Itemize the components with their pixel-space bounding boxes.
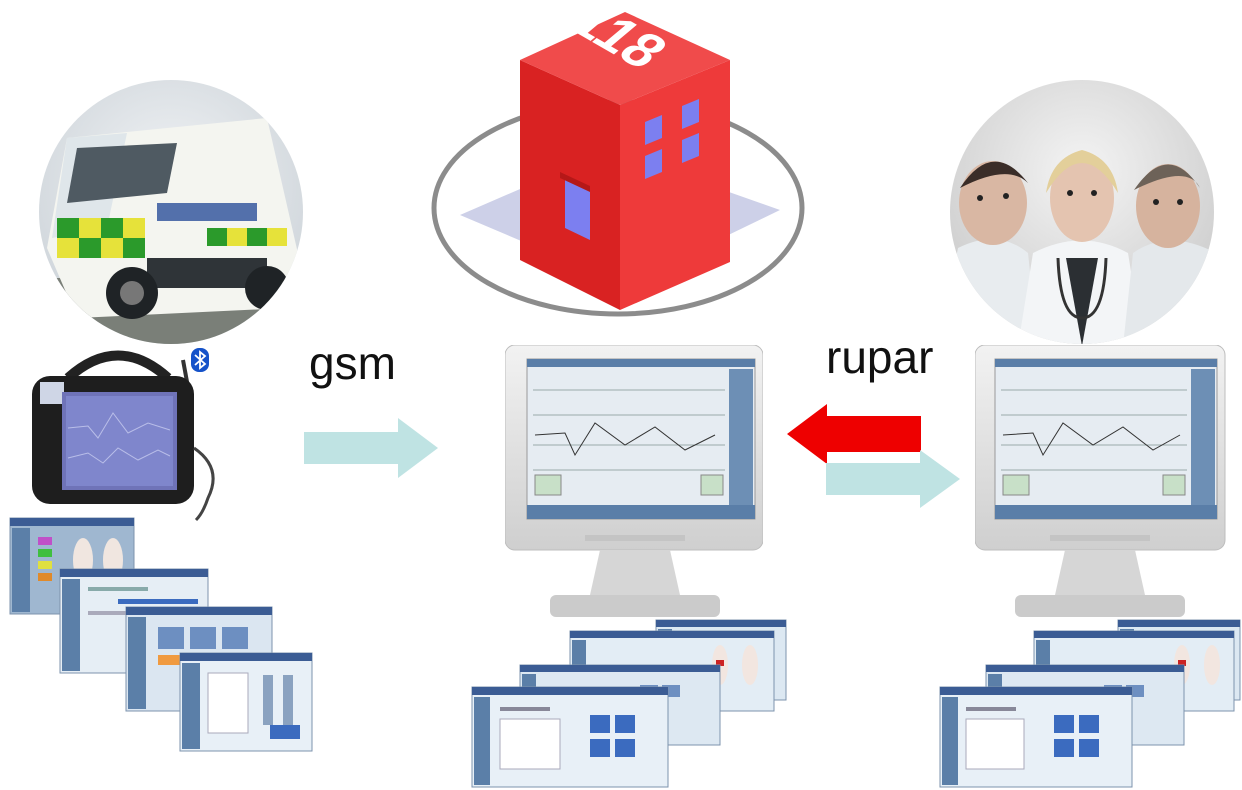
right-monitor bbox=[975, 345, 1233, 620]
center-monitor bbox=[505, 345, 763, 620]
bluetooth-icon bbox=[191, 348, 209, 372]
ambulance-photo bbox=[37, 78, 305, 346]
arrow-right-gsm bbox=[304, 418, 438, 478]
doctors-photo bbox=[948, 78, 1216, 346]
arrow-right-rupar bbox=[826, 450, 960, 508]
emergency-center-building: 118 bbox=[430, 0, 818, 318]
link-label-rupar: rupar bbox=[826, 331, 934, 383]
software-screens-left bbox=[8, 515, 318, 755]
arrow-left-red bbox=[787, 404, 921, 464]
medical-tablet-device bbox=[18, 338, 238, 528]
link-label-gsm: gsm bbox=[309, 337, 396, 389]
software-screens-right bbox=[938, 615, 1242, 790]
software-screens-center bbox=[470, 615, 790, 790]
